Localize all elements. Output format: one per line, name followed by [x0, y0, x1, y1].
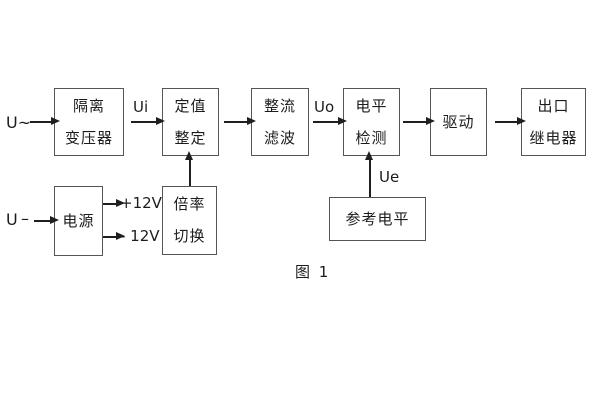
- signal-label-dc-dash: –: [21, 209, 29, 228]
- block-label: 电平: [355, 96, 388, 115]
- arrow-right-icon: [34, 217, 59, 223]
- signal-label-plus12v: +12V: [120, 194, 162, 212]
- block-label: 切换: [173, 227, 206, 245]
- arrow-right-icon: [103, 233, 125, 239]
- signal-label-ue: Ue: [379, 168, 400, 186]
- block-driver: 驱动: [430, 88, 487, 156]
- block-label: 滤波: [263, 128, 296, 147]
- block-reference-level: 参考电平: [329, 197, 426, 241]
- block-label: 检测: [355, 128, 388, 147]
- arrow-right-icon: [313, 118, 347, 124]
- arrow-right-icon: [103, 200, 125, 206]
- block-label: 整流: [263, 96, 296, 115]
- block-label: 隔离: [72, 96, 105, 115]
- arrow-right-icon: [30, 118, 60, 124]
- signal-label-minus12v: - 12V: [120, 227, 160, 245]
- block-level-detection: 电平 检测: [343, 88, 400, 156]
- signal-label-uo: Uo: [314, 98, 335, 116]
- arrow-right-icon: [131, 118, 165, 124]
- block-label: 变压器: [64, 128, 113, 147]
- block-output-relay: 出口 继电器: [521, 88, 586, 156]
- arrow-right-icon: [495, 118, 526, 124]
- arrow-right-icon: [224, 118, 256, 124]
- block-label: 参考电平: [345, 209, 410, 228]
- block-label: 整定: [174, 128, 207, 147]
- arrow-up-icon: [366, 151, 372, 197]
- block-label: 定值: [174, 96, 207, 115]
- signal-label-ac-input: U~: [6, 113, 32, 132]
- block-label: 出口: [537, 96, 570, 115]
- block-power-supply: 电源: [54, 186, 103, 256]
- block-ratio-switching: 倍率 切换: [162, 186, 217, 255]
- block-rectifier-filter: 整流 滤波: [251, 88, 309, 156]
- block-label: 电源: [62, 211, 95, 230]
- block-isolation-transformer: 隔离 变压器: [54, 88, 124, 156]
- arrow-up-icon: [186, 151, 192, 186]
- signal-label-dc-input: U: [6, 210, 18, 229]
- block-label: 倍率: [173, 195, 206, 213]
- block-label: 继电器: [529, 128, 578, 147]
- arrow-right-icon: [403, 118, 435, 124]
- block-label: 驱动: [442, 112, 475, 131]
- figure-caption: 图 1: [295, 263, 331, 281]
- block-setpoint-adjustment: 定值 整定: [162, 88, 219, 156]
- signal-label-ui: Ui: [133, 98, 149, 116]
